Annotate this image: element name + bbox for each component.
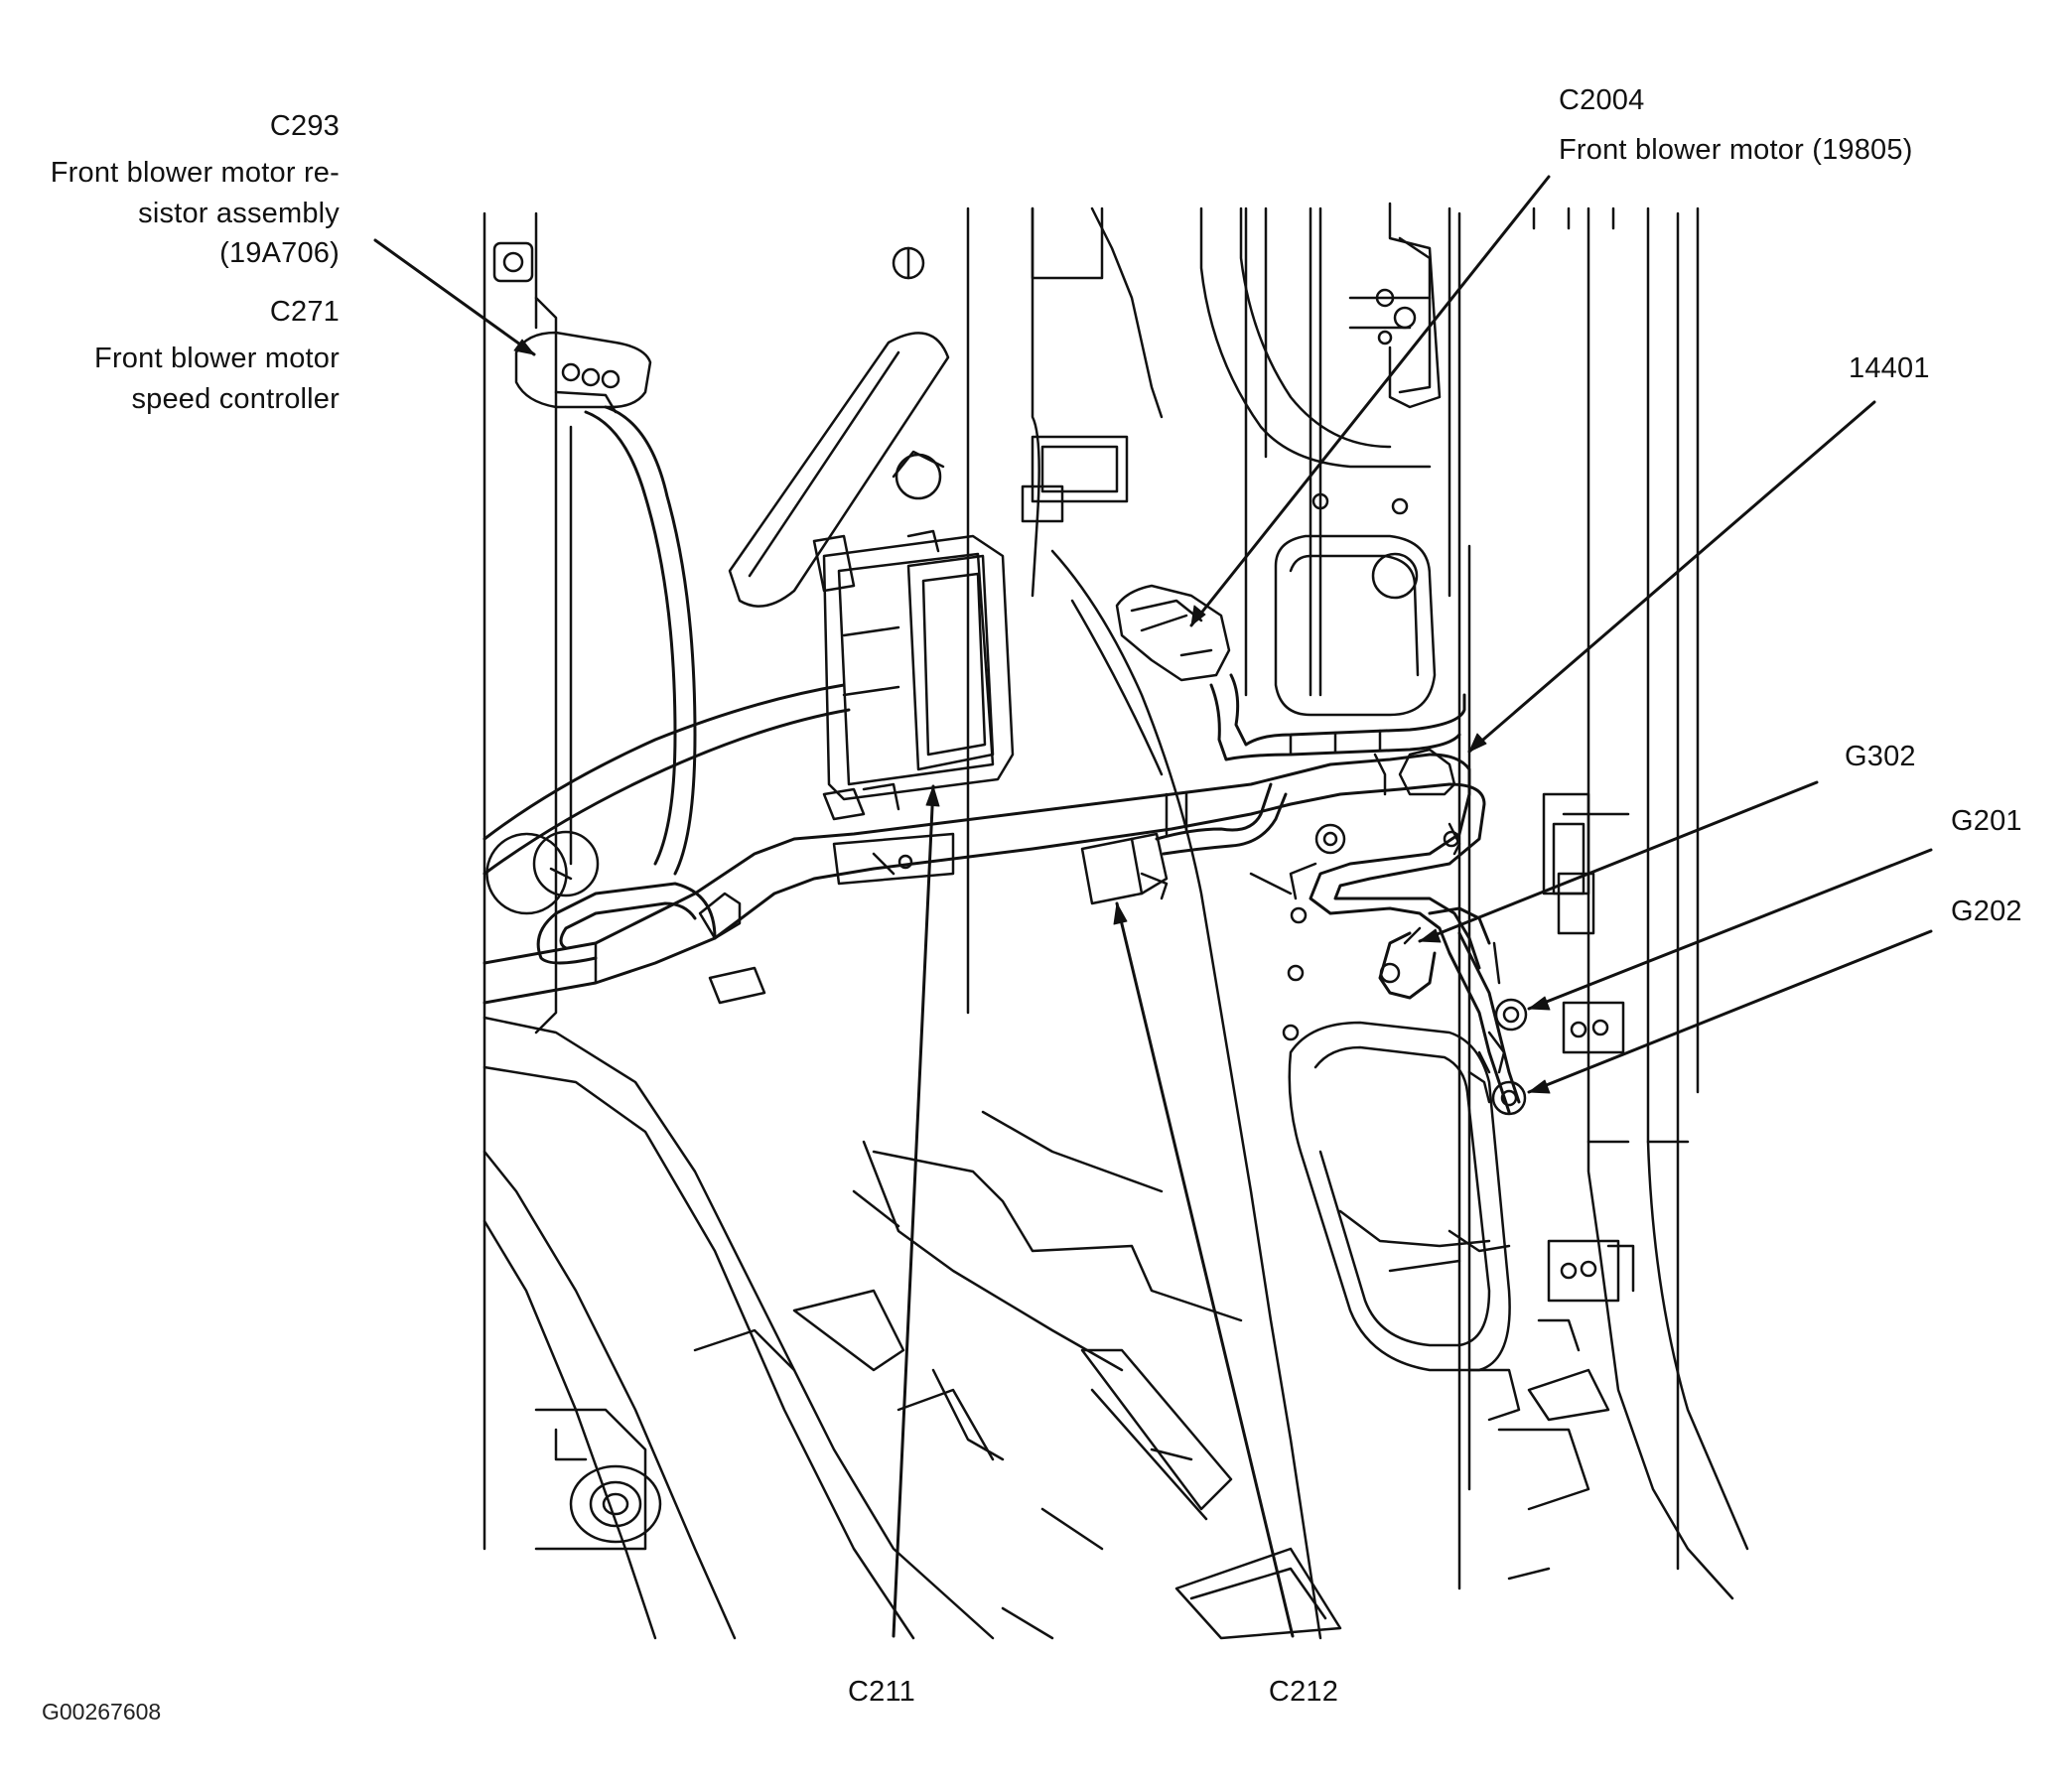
figure-reference-id: G00267608	[42, 1699, 162, 1724]
vehicle-body-structure	[483, 202, 1749, 1640]
c271-description-line-2: speed controller	[131, 383, 340, 415]
c211-label: C211	[848, 1676, 915, 1708]
c2004-label: C2004	[1559, 84, 1645, 116]
g201-label: G201	[1951, 805, 2022, 837]
c212-label: C212	[1268, 1676, 1339, 1708]
part-14401-label: 14401	[1849, 352, 1930, 384]
blower-speed-controller-module	[812, 529, 1015, 821]
c2004-description: Front blower motor (19805)	[1559, 134, 1913, 166]
c293-description-line-1: Front blower motor re-	[50, 157, 340, 189]
g302-label: G302	[1845, 741, 1916, 772]
c271-label: C271	[269, 296, 340, 328]
c293-label: C293	[269, 110, 340, 142]
c293-part-number: (19A706)	[219, 237, 340, 269]
c271-description-line-1: Front blower motor	[94, 343, 340, 374]
callout-leaders	[373, 175, 1933, 1638]
front-blower-resistor-connector-c293	[514, 331, 652, 414]
c293-description-line-2: sistor assembly	[138, 198, 340, 229]
wiring-harness	[483, 405, 1528, 1116]
g202-label: G202	[1951, 896, 2022, 927]
